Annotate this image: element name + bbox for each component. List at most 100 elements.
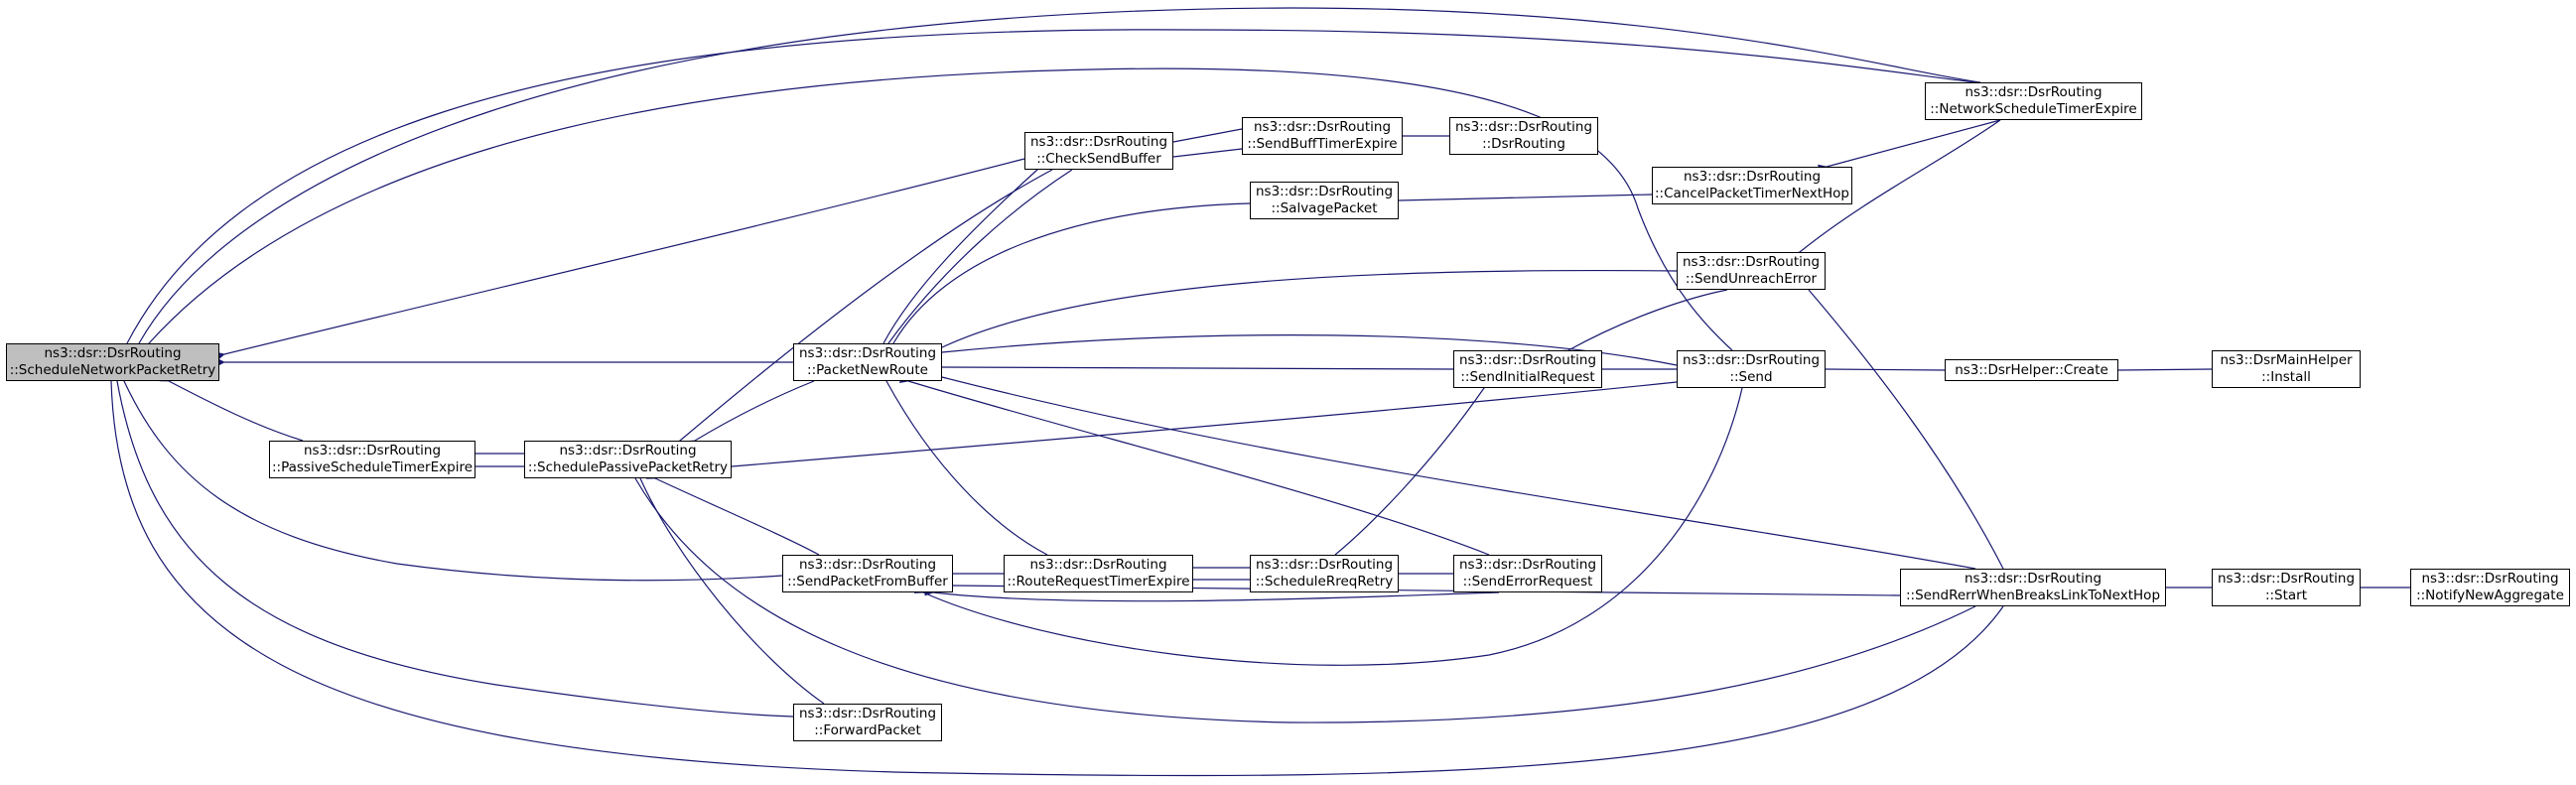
node-cancel-packet-timer-next-hop[interactable]: ns3::dsr::DsrRouting ::CancelPacketTimer… [1652, 167, 1852, 204]
edge-root-to-send [140, 67, 1733, 353]
node-dsr-routing-ctor[interactable]: ns3::dsr::DsrRouting ::DsrRouting [1449, 117, 1598, 155]
edge-cancelPacketTimerNextHop-to-networkScheduleTimerExpire [1818, 119, 2001, 174]
node-check-send-buffer[interactable]: ns3::dsr::DsrRouting ::CheckSendBuffer [1024, 132, 1173, 170]
node-line2: ::RouteRequestTimerExpire [1007, 574, 1190, 589]
node-passive-schedule-timer-expire[interactable]: ns3::dsr::DsrRouting ::PassiveScheduleTi… [269, 441, 475, 478]
edge-schedulePassivePacketRetry-to-sendPacketFromBuffer [645, 470, 820, 556]
edge-root-to-sendPacketFromBuffer [116, 371, 783, 582]
edge-packetNewRoute-to-sendInitialRequest [941, 364, 1462, 374]
edge-packetNewRoute-to-routeRequestTimerExpire [879, 371, 1048, 556]
node-line2: ::Start [2264, 588, 2308, 603]
node-packet-new-route[interactable]: ns3::dsr::DsrRouting ::PacketNewRoute [793, 343, 942, 381]
node-line2: ::ScheduleNetworkPacketRetry [9, 362, 216, 378]
edge-root-to-networkScheduleTimerExpire [119, 29, 1976, 353]
node-line1: ns3::dsr::DsrRouting [303, 443, 442, 458]
node-line2: ::Install [2261, 369, 2311, 385]
node-line2: ::SalvagePacket [1271, 200, 1378, 216]
node-notify-new-aggregate[interactable]: ns3::dsr::DsrRouting ::NotifyNewAggregat… [2410, 569, 2570, 606]
edge-checkSendBuffer-to-sendBuffTimerExpire [1172, 123, 1251, 143]
edge-sendInitialRequest-to-scheduleRreqRetry [1334, 378, 1493, 556]
node-send-initial-request[interactable]: ns3::dsr::DsrRouting ::SendInitialReques… [1453, 350, 1602, 388]
edge-packetNewRoute-to-sendRerrWhenBreaksLinkToNextHop [933, 370, 1976, 570]
node-line1: ns3::dsr::DsrRouting [1682, 254, 1821, 270]
node-send-rerr-when-breaks-link-to-next-hop[interactable]: ns3::dsr::DsrRouting ::SendRerrWhenBreak… [1900, 569, 2166, 606]
edge-root-to-checkSendBuffer [215, 158, 1025, 361]
node-line1: ns3::dsr::DsrRouting [1255, 557, 1394, 573]
node-line1: ns3::dsr::DsrRouting [1458, 557, 1597, 573]
node-schedule-rreq-retry[interactable]: ns3::dsr::DsrRouting ::ScheduleRreqRetry [1250, 555, 1399, 592]
node-line1: ns3::dsr::DsrRouting [1029, 557, 1167, 573]
node-line2: ::CheckSendBuffer [1036, 151, 1161, 167]
node-line1: ns3::dsr::DsrRouting [798, 557, 937, 573]
edge-sendUnreachError-to-networkScheduleTimerExpire [1790, 119, 2001, 261]
node-line1: ns3::dsr::DsrRouting [1964, 571, 2102, 587]
node-line1: ns3::dsr::DsrRouting [798, 706, 937, 721]
node-line1: ns3::dsr::DsrRouting [1253, 119, 1392, 135]
node-send-unreach-error[interactable]: ns3::dsr::DsrRouting ::SendUnreachError [1677, 252, 1826, 290]
node-schedule-passive-packet-retry[interactable]: ns3::dsr::DsrRouting ::SchedulePassivePa… [524, 441, 732, 478]
node-line1: ns3::dsr::DsrRouting [2421, 571, 2559, 587]
node-line2: ::PacketNewRoute [807, 362, 928, 378]
node-line1: ns3::dsr::DsrRouting [1682, 352, 1821, 368]
node-line2: ::SendErrorRequest [1462, 574, 1593, 589]
node-send-packet-from-buffer[interactable]: ns3::dsr::DsrRouting ::SendPacketFromBuf… [782, 555, 953, 592]
node-line2: ::SendRerrWhenBreaksLinkToNextHop [1905, 588, 2161, 603]
node-forward-packet[interactable]: ns3::dsr::DsrRouting ::ForwardPacket [793, 704, 942, 741]
node-line2: ::Send [1729, 369, 1773, 385]
edge-sendUnreachError-to-sendRerrWhenBreaksLinkToNextHop [1800, 280, 2004, 570]
node-send-buff-timer-expire[interactable]: ns3::dsr::DsrRouting ::SendBuffTimerExpi… [1242, 117, 1403, 155]
edge-schedulePassivePacketRetry-to-checkSendBuffer [670, 169, 1053, 450]
node-schedule-network-packet-retry[interactable]: ns3::dsr::DsrRouting ::ScheduleNetworkPa… [6, 343, 219, 381]
node-line2: ::SendUnreachError [1685, 271, 1818, 287]
node-network-schedule-timer-expire[interactable]: ns3::dsr::DsrRouting ::NetworkScheduleTi… [1925, 82, 2142, 120]
edge-sendPacketFromBuffer-to-sendErrorRequest [924, 587, 1500, 602]
edge-packetNewRoute-to-sendErrorRequest [898, 374, 1490, 556]
node-line1: ns3::dsr::DsrRouting [2217, 571, 2356, 587]
node-line2: ::ScheduleRreqRetry [1255, 574, 1394, 589]
node-dsr-helper-create[interactable]: ns3::DsrHelper::Create [1945, 359, 2118, 381]
node-dsr-main-helper-install[interactable]: ns3::DsrMainHelper ::Install [2212, 350, 2361, 388]
edge-root-to-networkScheduleTimerExpire [131, 7, 1981, 353]
node-line2: ::NetworkScheduleTimerExpire [1930, 101, 2137, 117]
node-line1: ns3::DsrMainHelper [2220, 352, 2353, 368]
node-line2: ::SendPacketFromBuffer [787, 574, 948, 589]
node-line1: ns3::dsr::DsrRouting [559, 443, 697, 458]
edge-schedulePassivePacketRetry-to-sendRerrWhenBreaksLinkToNextHop [627, 468, 1976, 723]
edge-schedulePassivePacketRetry-to-packetNewRoute [685, 380, 815, 450]
edge-dsrHelperCreate-to-dsrMainHelperInstall [2109, 365, 2213, 375]
node-send-error-request[interactable]: ns3::dsr::DsrRouting ::SendErrorRequest [1453, 555, 1602, 592]
node-line2: ::SchedulePassivePacketRetry [527, 459, 729, 475]
node-line1: ns3::dsr::DsrRouting [1965, 84, 2102, 100]
edge-root-to-forwardPacket [111, 372, 794, 718]
node-send[interactable]: ns3::dsr::DsrRouting ::Send [1677, 350, 1826, 388]
edge-schedulePassivePacketRetry-to-send [723, 381, 1678, 472]
edge-sendPacketFromBuffer-to-send [913, 387, 1743, 666]
node-line2: ::NotifyNewAggregate [2416, 588, 2564, 603]
edge-send-to-dsrHelperCreate [1817, 364, 1946, 374]
node-line1: ns3::dsr::DsrRouting [44, 345, 182, 361]
edge-salvagePacket-to-cancelPacketTimerNextHop [1390, 194, 1653, 205]
node-line2: ::SendInitialRequest [1460, 369, 1595, 385]
node-salvage-packet[interactable]: ns3::dsr::DsrRouting ::SalvagePacket [1250, 182, 1399, 219]
node-line2: ::ForwardPacket [814, 722, 921, 738]
edge-packetNewRoute-to-checkSendBuffer [880, 169, 1073, 353]
node-line2: ::CancelPacketTimerNextHop [1654, 186, 1849, 201]
node-line1: ns3::dsr::DsrRouting [1029, 134, 1168, 150]
edge-checkSendBuffer-to-packetNewRoute [882, 161, 1047, 344]
edge-root-to-passiveScheduleTimerExpire [159, 373, 304, 442]
node-start[interactable]: ns3::dsr::DsrRouting ::Start [2212, 569, 2361, 606]
node-line1: ns3::dsr::DsrRouting [1683, 169, 1822, 185]
edge-sendBuffTimerExpire-to-checkSendBuffer [1164, 148, 1243, 163]
node-line1: ns3::dsr::DsrRouting [1454, 119, 1593, 135]
edge-root-to-sendRerrWhenBreaksLinkToNextHop [106, 372, 2004, 777]
node-line1: ns3::dsr::DsrRouting [1255, 184, 1394, 199]
node-line2: ::DsrRouting [1482, 136, 1565, 152]
edge-sendInitialRequest-to-sendUnreachError [1559, 289, 1728, 358]
edge-packetNewRoute-to-salvagePacket [885, 202, 1251, 353]
node-line1: ns3::dsr::DsrRouting [798, 345, 937, 361]
edge-packetNewRoute-to-sendUnreachError [932, 269, 1678, 355]
node-route-request-timer-expire[interactable]: ns3::dsr::DsrRouting ::RouteRequestTimer… [1004, 555, 1193, 592]
node-line2: ::SendBuffTimerExpire [1247, 136, 1398, 152]
